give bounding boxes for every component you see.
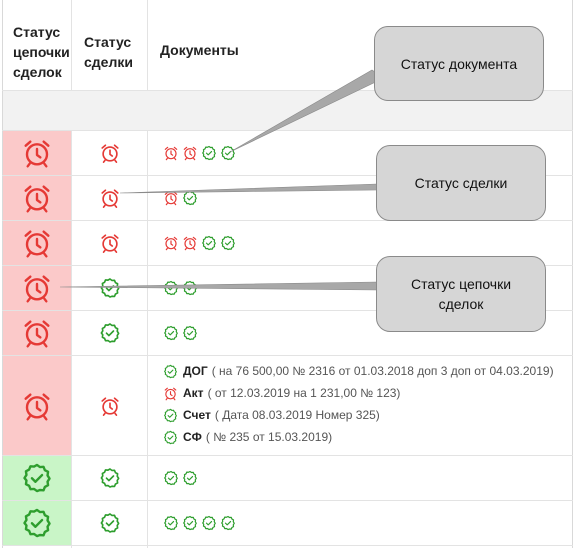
check-icon: [163, 364, 178, 379]
chain-status-cell: [3, 221, 71, 265]
row-divider: [2, 220, 573, 221]
check-icon: [182, 190, 198, 206]
row-divider: [2, 455, 573, 456]
chain-status-cell: [3, 176, 71, 220]
check-icon: [99, 467, 121, 489]
header-documents: Документы: [160, 42, 239, 58]
document-status-pointer: [229, 69, 385, 153]
deal-status-cell: [72, 311, 147, 355]
document-line[interactable]: СФ ( № 235 от 15.03.2019): [163, 426, 554, 448]
check-icon: [163, 515, 179, 531]
alarm-clock-icon: [21, 317, 53, 349]
row-divider: [2, 310, 573, 311]
deal-status-pointer: [119, 183, 378, 194]
documents-cell: [163, 221, 236, 265]
row-divider: [2, 545, 573, 546]
alarm-clock-icon: [21, 137, 53, 169]
row-divider: [2, 265, 573, 266]
chain-status-cell: [3, 311, 71, 355]
deal-status-cell: [72, 176, 147, 220]
alarm-clock-icon: [99, 187, 121, 209]
alarm-clock-icon: [21, 227, 53, 259]
deal-status-cell: [72, 131, 147, 175]
check-icon: [163, 325, 179, 341]
alarm-clock-icon: [99, 142, 121, 164]
document-line[interactable]: Акт ( от 12.03.2019 на 1 231,00 № 123): [163, 382, 554, 404]
callout-chain-status: Статус цепочки сделок: [376, 256, 546, 332]
alarm-clock-icon: [21, 272, 53, 304]
document-line[interactable]: Счет ( Дата 08.03.2019 Номер 325): [163, 404, 554, 426]
alarm-clock-icon: [99, 232, 121, 254]
check-icon: [99, 512, 121, 534]
chain-status-cell: [3, 501, 71, 545]
row-divider: [2, 500, 573, 501]
document-details: ДОГ ( на 76 500,00 № 2316 от 01.03.2018 …: [163, 360, 554, 448]
check-icon: [182, 470, 198, 486]
header-chain-status: Статус цепочки сделок: [13, 24, 70, 80]
alarm-clock-icon: [99, 395, 121, 417]
check-icon: [163, 408, 178, 423]
check-icon: [201, 515, 217, 531]
check-icon: [201, 235, 217, 251]
callout-document-status: Статус документа: [374, 26, 544, 101]
callout-deal-status: Статус сделки: [376, 145, 546, 221]
check-icon: [21, 507, 53, 539]
header-deal-status: Статус сделки: [84, 34, 133, 70]
column-divider: [71, 0, 72, 548]
deal-status-cell: [72, 501, 147, 545]
check-icon: [220, 235, 236, 251]
check-icon: [220, 515, 236, 531]
alarm-clock-icon: [163, 386, 178, 401]
row-divider: [2, 175, 573, 176]
chain-status-cell: [3, 266, 71, 310]
column-divider: [147, 0, 148, 548]
alarm-clock-icon: [182, 145, 198, 161]
chain-status-cell: [3, 131, 71, 175]
check-icon: [182, 325, 198, 341]
deal-status-cell: [72, 221, 147, 265]
documents-cell: [163, 176, 198, 220]
deal-status-cell: [72, 456, 147, 500]
check-icon: [99, 322, 121, 344]
check-icon: [163, 470, 179, 486]
chain-status-cell: [3, 356, 71, 455]
row-divider: [2, 90, 573, 91]
chain-status-pointer: [59, 281, 378, 291]
check-icon: [21, 462, 53, 494]
document-line[interactable]: ДОГ ( на 76 500,00 № 2316 от 01.03.2018 …: [163, 360, 554, 382]
alarm-clock-icon: [21, 182, 53, 214]
documents-cell: [163, 501, 236, 545]
deal-status-cell: [72, 356, 147, 455]
alarm-clock-icon: [21, 390, 53, 422]
row-divider: [2, 130, 573, 131]
documents-cell: [163, 311, 198, 355]
alarm-clock-icon: [163, 235, 179, 251]
documents-cell: [163, 456, 198, 500]
check-icon: [163, 430, 178, 445]
check-icon: [201, 145, 217, 161]
check-icon: [182, 515, 198, 531]
alarm-clock-icon: [182, 235, 198, 251]
alarm-clock-icon: [163, 145, 179, 161]
row-divider: [2, 355, 573, 356]
chain-status-cell: [3, 456, 71, 500]
